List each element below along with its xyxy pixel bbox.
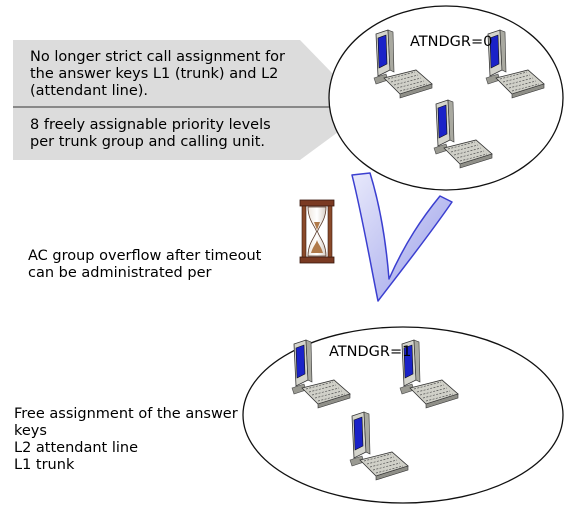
group-bottom-ellipse (242, 326, 564, 504)
callout-text-top: No longer strict call assignment for the… (30, 49, 286, 99)
curved-arrow-icon (351, 172, 453, 302)
callout-text-bottom: 8 freely assignable priority levels per … (30, 117, 271, 150)
group-bottom-label: ATNDGR=1 (329, 344, 412, 360)
overflow-text: AC group overflow after timeout can be a… (28, 248, 262, 281)
callout-shape (13, 40, 368, 160)
hourglass-icon (299, 199, 335, 264)
assignment-text: Free assignment of the answer keys L2 at… (14, 406, 238, 473)
group-top-label: ATNDGR=0 (410, 34, 493, 50)
